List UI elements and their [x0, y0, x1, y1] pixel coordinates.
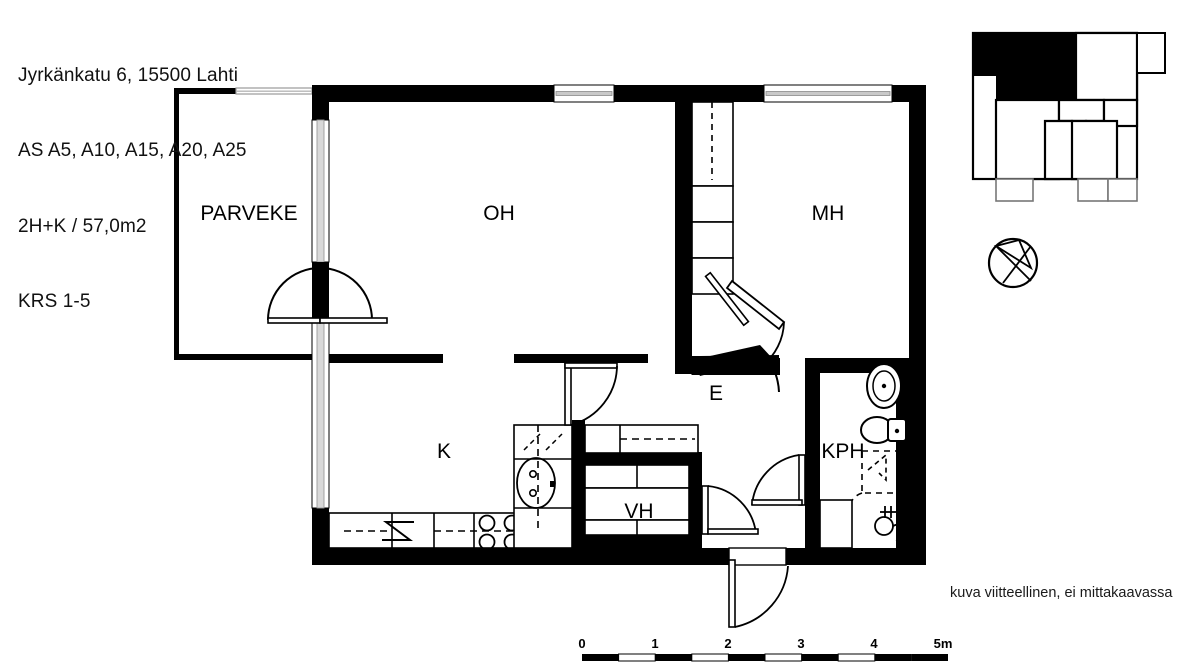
room-label-oh: OH [483, 202, 515, 225]
balcony-door [267, 262, 388, 324]
bedroom-wardrobe [691, 101, 734, 295]
room-labels: PARVEKE OH MH E KPH K VH [200, 202, 864, 523]
scale-tick-4: 4 [870, 636, 878, 651]
room-label-parveke: PARVEKE [200, 202, 297, 225]
compass-rose [987, 237, 1039, 289]
key-plan [971, 31, 1166, 202]
room-label-k: K [437, 440, 451, 463]
room-label-kph: KPH [821, 440, 864, 463]
vh-door [701, 485, 759, 535]
kitchen-door [564, 362, 618, 426]
room-label-mh: MH [812, 202, 845, 225]
scale-tick-0: 0 [578, 636, 585, 651]
header-address: Jyrkänkatu 6, 15500 Lahti [18, 64, 239, 86]
property-header: Jyrkänkatu 6, 15500 Lahti AS A5, A10, A1… [18, 12, 247, 365]
vh-shelving [584, 464, 690, 536]
bathroom-fixtures [819, 363, 907, 549]
balcony-glazing [311, 119, 330, 509]
room-label-e: E [709, 382, 723, 405]
scale-tick-1: 1 [651, 636, 658, 651]
header-type-area: 2H+K / 57,0m2 [18, 215, 147, 237]
header-units: AS A5, A10, A15, A20, A25 [18, 140, 247, 162]
bedroom-door [704, 271, 786, 393]
bathroom-door [751, 454, 806, 506]
kitchen-fixtures [328, 424, 573, 551]
scale-tick-3: 3 [797, 636, 804, 651]
header-floors: KRS 1-5 [18, 291, 91, 313]
scale-tick-5: 5m [934, 636, 953, 651]
entrance-door [728, 547, 789, 628]
scale-tick-2: 2 [724, 636, 731, 651]
scale-bar: 0 1 2 3 4 5m [578, 636, 953, 662]
room-label-vh: VH [624, 500, 653, 523]
interior-walls [329, 94, 926, 548]
disclaimer-note: kuva viitteellinen, ei mittakaavassa [950, 585, 1173, 601]
hall-closet [584, 424, 699, 454]
